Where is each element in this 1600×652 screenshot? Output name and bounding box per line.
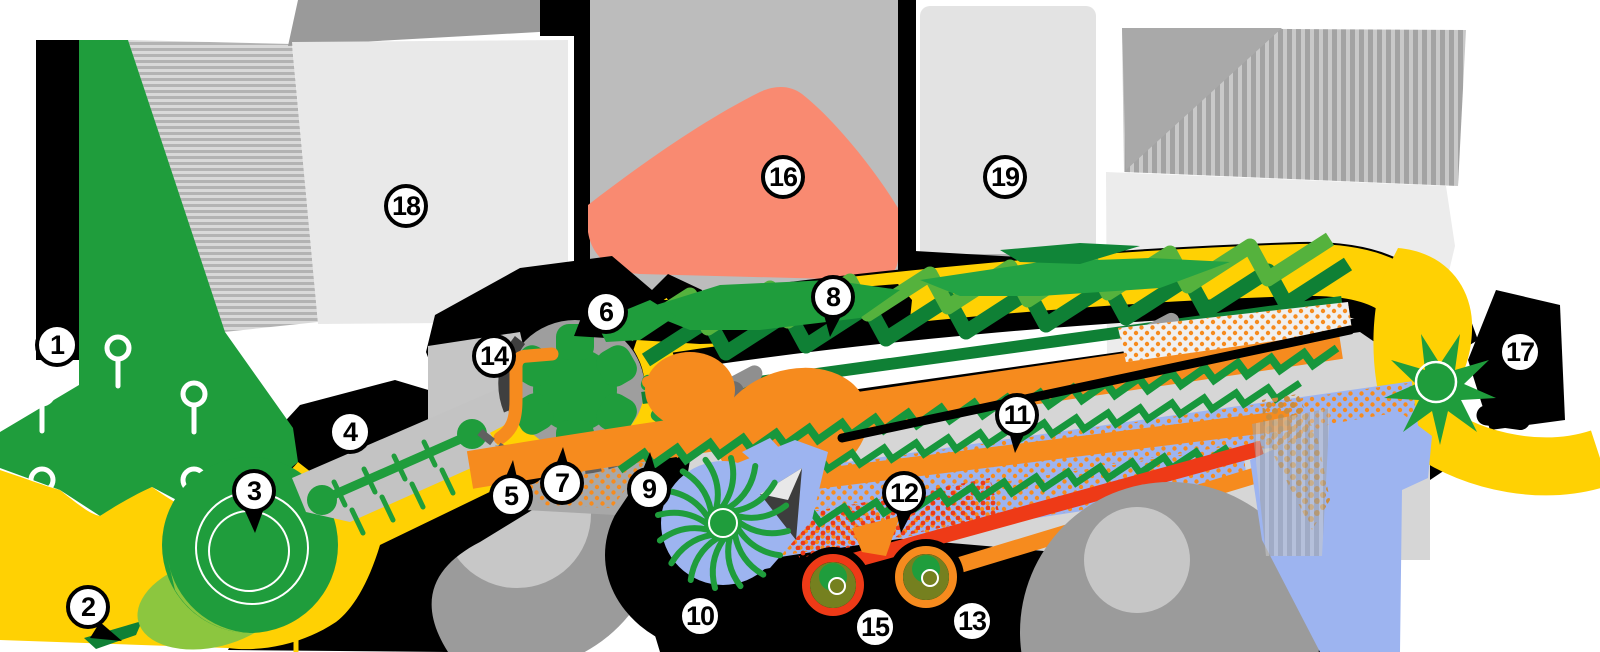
marker-6-threshing-drum: 6 (584, 290, 628, 334)
engine (920, 6, 1096, 270)
grain-chute (852, 516, 900, 556)
marker-7-concave: 7 (540, 461, 584, 505)
marker-1-reel: 1 (35, 323, 79, 367)
straw-chopper (1384, 334, 1496, 445)
cleaning-fan (658, 438, 828, 588)
marker-16-grain-tank: 16 (761, 155, 805, 199)
marker-2-cutter-bar: 2 (66, 585, 110, 629)
grain-pile (588, 86, 898, 280)
marker-11-upper-sieve: 11 (995, 393, 1039, 437)
marker-19-engine: 19 (983, 155, 1027, 199)
header-auger (137, 457, 338, 650)
rear-stripes (1252, 408, 1330, 556)
header-mast (36, 40, 79, 360)
marker-9-grain-pan: 9 (627, 467, 671, 511)
left-hatch-panel (128, 40, 318, 332)
tailings-auger (888, 539, 964, 615)
sieve-grain-return (790, 380, 1302, 492)
marker-8-straw-walkers: 8 (811, 275, 855, 319)
marker-13-tailings-auger: 13 (950, 599, 994, 643)
marker-4-feeder-conveyor: 4 (328, 410, 372, 454)
marker-17-straw-chopper: 17 (1498, 330, 1542, 374)
standing-crop (0, 40, 298, 516)
feeder-conveyor (292, 388, 552, 536)
marker-18-cab: 18 (384, 184, 428, 228)
clean-grain-auger (795, 547, 871, 623)
rear-hatch-panel (1122, 28, 1466, 186)
marker-12-lower-sieve: 12 (882, 471, 926, 515)
marker-15-grain-auger: 15 (853, 605, 897, 649)
rear-sieve-tray (837, 302, 1355, 443)
rear-wheel (1020, 482, 1320, 652)
marker-5-stone-trap: 5 (489, 474, 533, 518)
marker-10-fan: 10 (678, 594, 722, 638)
marker-14-tailings-return: 14 (472, 334, 516, 378)
marker-3-header-auger: 3 (232, 469, 276, 513)
